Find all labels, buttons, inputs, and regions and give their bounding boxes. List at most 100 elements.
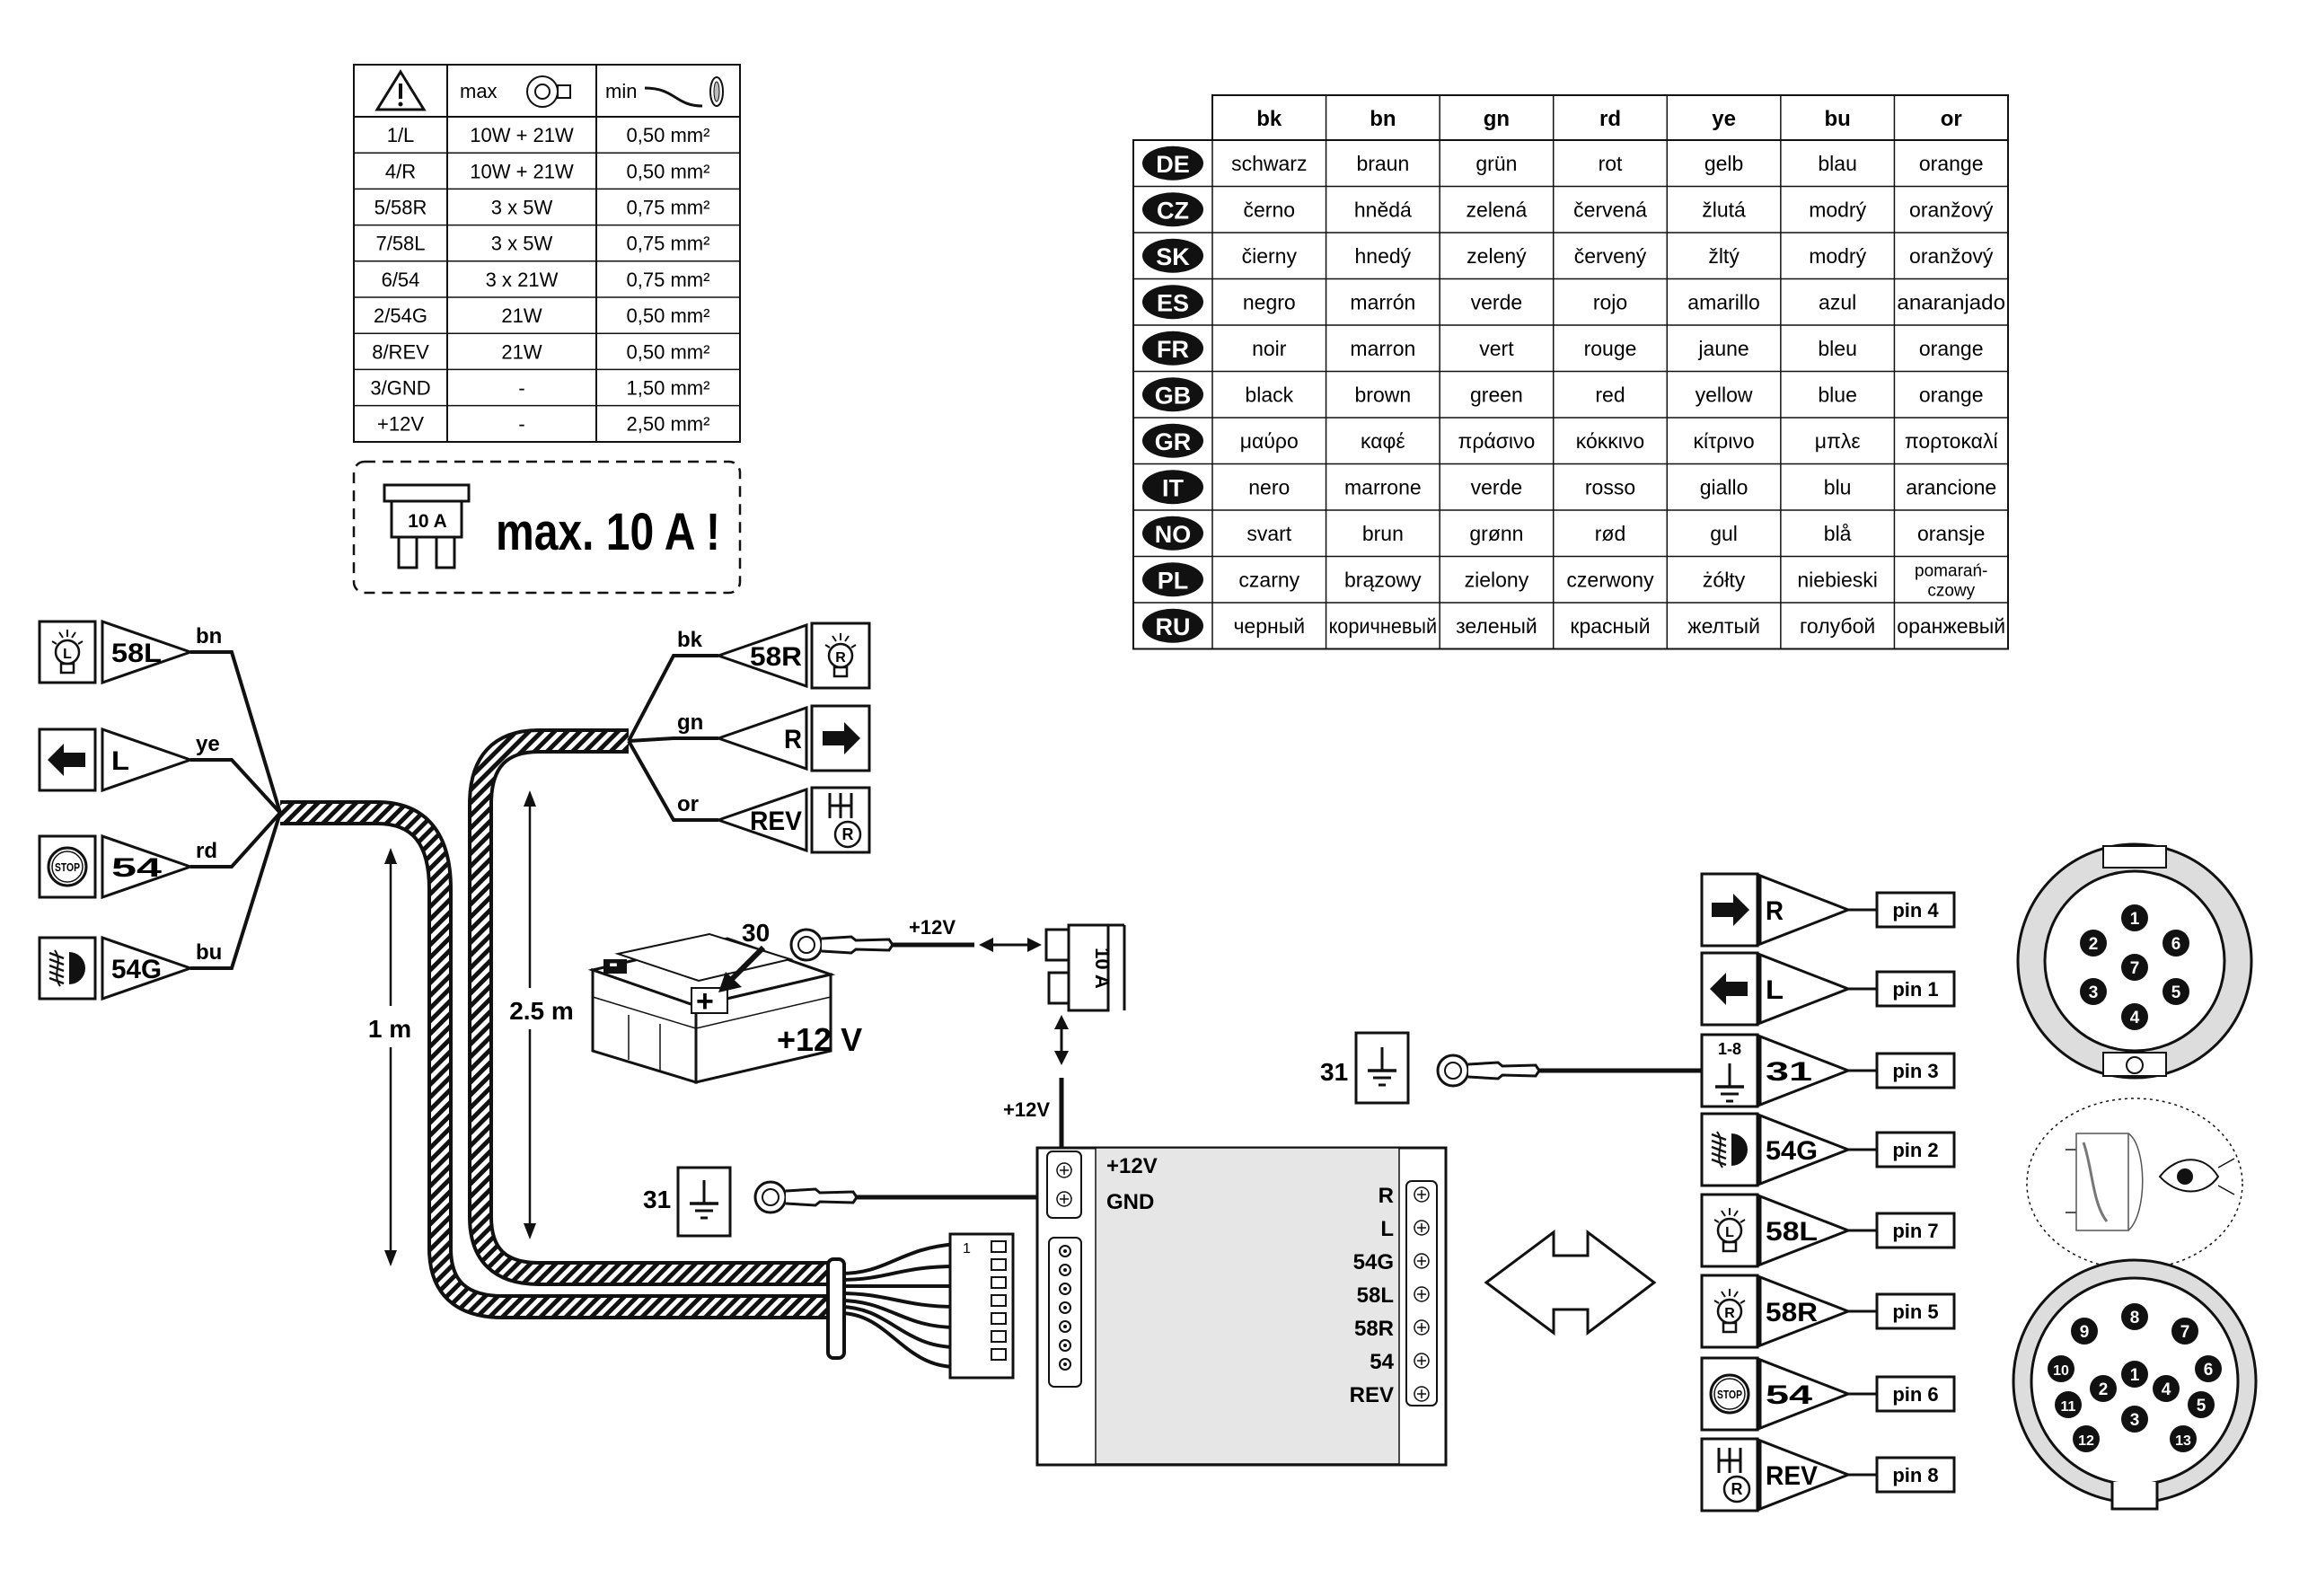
socket13-pin <box>2121 1406 2148 1433</box>
battery-terminal-30: 30 <box>742 919 770 947</box>
socket7-pin-number: 5 <box>2171 983 2181 1002</box>
color-cell: czarny <box>1238 568 1299 591</box>
warning-icon <box>374 69 427 111</box>
socket-code: 31 <box>1766 1057 1812 1087</box>
color-cell: orange <box>1919 152 1984 175</box>
socket7-pin-number: 4 <box>2130 1009 2140 1027</box>
harness-code: 58L <box>111 639 162 668</box>
spec-row-id: 6/54 <box>382 269 420 291</box>
pin-label-box <box>1875 970 1956 1008</box>
color-cell: schwarz <box>1231 152 1307 175</box>
fuse-icon: 10 A <box>383 483 471 569</box>
spec-row-max: - <box>518 413 524 436</box>
color-cell: żółty <box>1703 568 1746 591</box>
vertical-bidirectional-arrow-icon <box>1054 1015 1069 1065</box>
color-cell: grønn <box>1469 522 1523 545</box>
harness-plug <box>714 705 808 772</box>
language-code: FR <box>1157 336 1189 363</box>
socket-code: REV <box>1766 1461 1818 1491</box>
color-cell: κίτρινο <box>1693 429 1754 453</box>
color-cell: μαύρο <box>1240 429 1299 453</box>
harness-plug <box>101 727 195 793</box>
language-code: PL <box>1158 567 1189 594</box>
module-terminal-label: 58L <box>1357 1283 1394 1308</box>
socket-view-illustration <box>2026 1098 2243 1270</box>
socket-plug <box>1758 1194 1853 1267</box>
socket13-pin-number: 6 <box>2204 1361 2214 1380</box>
color-cell: rød <box>1595 522 1626 545</box>
color-cell: коричневый <box>1329 614 1438 638</box>
socket13-pin-number: 1 <box>2130 1366 2140 1385</box>
spec-header-min: min <box>605 80 637 102</box>
wire-color-code: ye <box>196 732 220 756</box>
spec-row-min: 2,50 mm² <box>627 413 710 436</box>
spec-row-max: 21W <box>501 340 542 363</box>
module-terminal-label: 54G <box>1353 1250 1394 1274</box>
socket13-pin-number: 2 <box>2099 1380 2109 1399</box>
socket-plug <box>1758 952 1853 1026</box>
socket-plug <box>1758 1357 1853 1431</box>
language-code: RU <box>1156 613 1191 640</box>
spec-row-min: 0,75 mm² <box>627 197 710 219</box>
language-badge <box>1142 608 1203 643</box>
spec-row-min: 0,75 mm² <box>627 233 710 255</box>
color-cell: πορτοκαλί <box>1905 429 1998 453</box>
socket13-pin-number: 5 <box>2197 1397 2207 1415</box>
spec-row-min: 1,50 mm² <box>627 377 710 400</box>
color-cell: rot <box>1599 152 1623 175</box>
socket13-pin <box>2055 1391 2082 1418</box>
color-cell: giallo <box>1700 475 1748 498</box>
arrow-right-icon <box>823 722 860 754</box>
color-cell: orange <box>1919 337 1984 360</box>
language-badge <box>1142 192 1203 227</box>
stop-text: STOP <box>55 860 80 874</box>
socket13-pin-number: 11 <box>2061 1399 2076 1415</box>
color-cell: orange <box>1919 383 1984 406</box>
spec-row-min: 0,75 mm² <box>627 269 710 291</box>
socket13-pin-number: 4 <box>2162 1380 2171 1399</box>
wire-color-code: rd <box>196 839 217 863</box>
language-badge <box>1142 145 1203 181</box>
length-indicator-2-5m: 2.5 m <box>499 790 586 1239</box>
color-cell: black <box>1245 383 1293 406</box>
language-badge <box>1142 423 1203 458</box>
socket7-pin <box>2121 904 2148 931</box>
socket-code: 58R <box>1766 1298 1818 1327</box>
bidirectional-arrow-icon <box>979 938 1042 952</box>
ground-icon <box>676 1166 732 1238</box>
pin-label-box <box>1875 1375 1956 1413</box>
pin-label: pin 4 <box>1892 899 1939 921</box>
pin-label-box <box>1875 1052 1956 1089</box>
color-cell: желтый <box>1687 614 1760 638</box>
socket13-pin <box>2073 1425 2100 1452</box>
reverse-letter: R <box>1731 1480 1743 1498</box>
socket13-pin-number: 7 <box>2180 1323 2190 1342</box>
position-lamp-right-icon: R <box>824 631 858 678</box>
socket13-pin <box>2048 1355 2074 1382</box>
language-badge <box>1142 470 1203 505</box>
fuse-warning-box: 10 A max. 10 A ! <box>352 460 742 595</box>
color-cell: nero <box>1248 475 1290 498</box>
position-lamp-left-icon: L <box>1713 1206 1747 1253</box>
color-cell: brązowy <box>1344 568 1422 591</box>
color-cell: καφέ <box>1361 429 1405 453</box>
spec-row-id: 4/R <box>385 160 416 182</box>
color-cell: arancione <box>1906 475 1996 498</box>
harness-plug <box>101 619 195 685</box>
harness-plug <box>714 622 808 689</box>
harness-plug <box>101 935 195 1001</box>
language-badge <box>1142 285 1203 320</box>
stop-icon: STOP <box>47 846 88 887</box>
pin-label: pin 8 <box>1892 1464 1938 1486</box>
module-terminal-label: 54 <box>1370 1350 1394 1374</box>
color-cell: grün <box>1475 152 1517 175</box>
wire-color-code: bk <box>677 628 703 652</box>
color-cell: πράσινο <box>1458 429 1535 453</box>
language-code: DE <box>1156 151 1190 178</box>
pin-label-box <box>1875 1292 1956 1330</box>
battery-voltage: +12 V <box>777 1021 862 1058</box>
socket7-pin <box>2162 930 2189 957</box>
socket-icon-box <box>1700 1112 1759 1187</box>
